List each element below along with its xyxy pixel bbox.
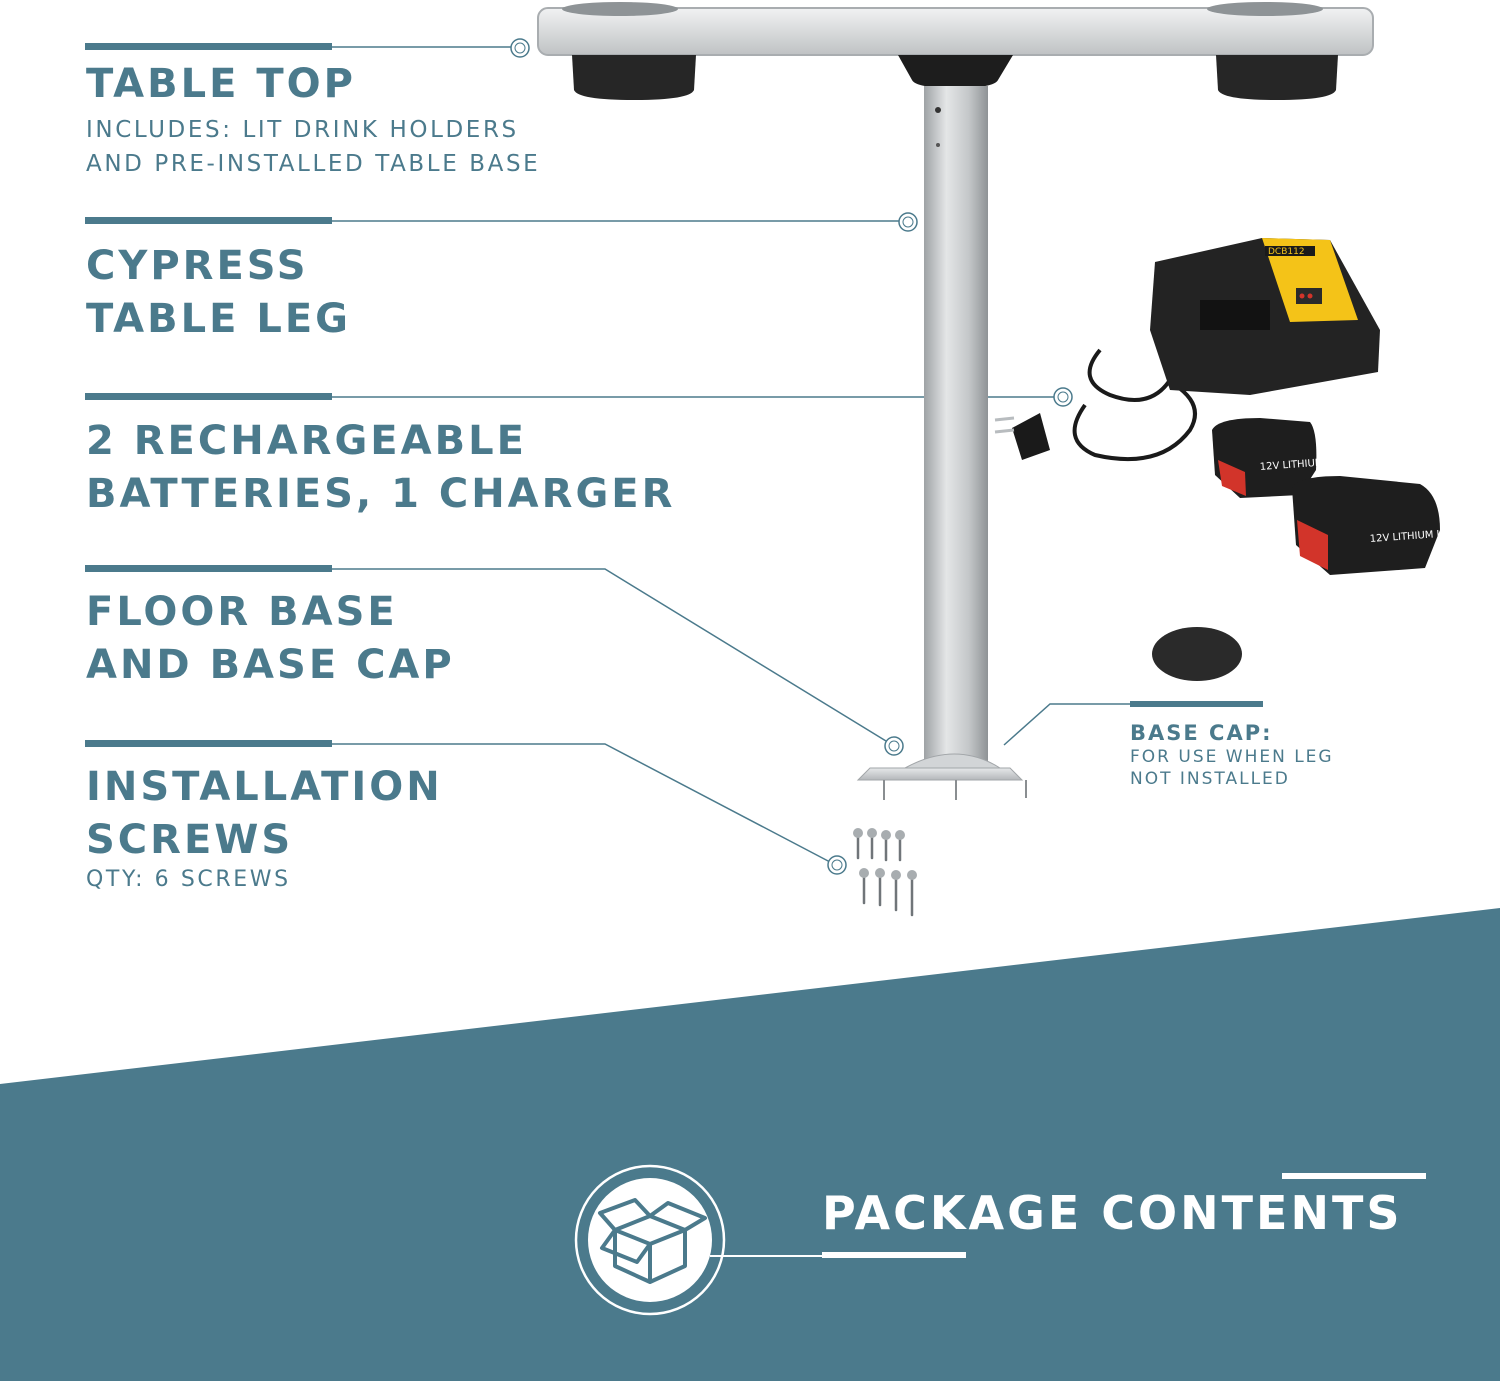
table-leg-image <box>924 86 988 766</box>
batteries-image: 12V LITHIUM ION 12V LITHIUM ION <box>1212 418 1455 575</box>
package-contents-title: PACKAGE CONTENTS <box>822 1186 1403 1240</box>
callout-markers <box>510 38 1073 875</box>
item-title: FLOOR BASE AND BASE CAP <box>86 589 455 688</box>
item-table-leg: CYPRESS TABLE LEG <box>86 240 351 346</box>
item-installation-screws: INSTALLATION SCREWS QTY: 6 SCREWS <box>86 761 443 897</box>
base-cap-callout: BASE CAP: FOR USE WHEN LEG NOT INSTALLED <box>1130 720 1334 790</box>
item-table-top: TABLE TOP INCLUDES: LIT DRINK HOLDERS AN… <box>86 58 540 181</box>
base-cap-image <box>1152 627 1242 681</box>
item-title: TABLE TOP <box>86 61 356 107</box>
item-floor-base: FLOOR BASE AND BASE CAP <box>86 586 455 692</box>
item-title: INSTALLATION SCREWS <box>86 764 443 863</box>
open-box-icon <box>598 1198 707 1284</box>
item-subtitle: INCLUDES: LIT DRINK HOLDERS AND PRE-INST… <box>86 117 541 177</box>
item-title: 2 RECHARGEABLE BATTERIES, 1 CHARGER <box>86 418 676 517</box>
base-cap-subtitle: FOR USE WHEN LEG NOT INSTALLED <box>1130 747 1334 789</box>
item-title: CYPRESS TABLE LEG <box>86 243 352 342</box>
item-batteries-charger: 2 RECHARGEABLE BATTERIES, 1 CHARGER <box>86 415 675 521</box>
heading-rules <box>85 43 1263 747</box>
floor-base-image <box>856 753 1027 800</box>
item-subtitle: QTY: 6 SCREWS <box>86 867 291 892</box>
charger-image: DCB112 <box>994 238 1380 462</box>
screws-image <box>853 828 917 917</box>
base-cap-title: BASE CAP: <box>1130 721 1273 745</box>
charger-model-label: DCB112 <box>1268 247 1305 257</box>
footer-band <box>0 908 1500 1381</box>
table-top-image <box>537 2 1374 100</box>
